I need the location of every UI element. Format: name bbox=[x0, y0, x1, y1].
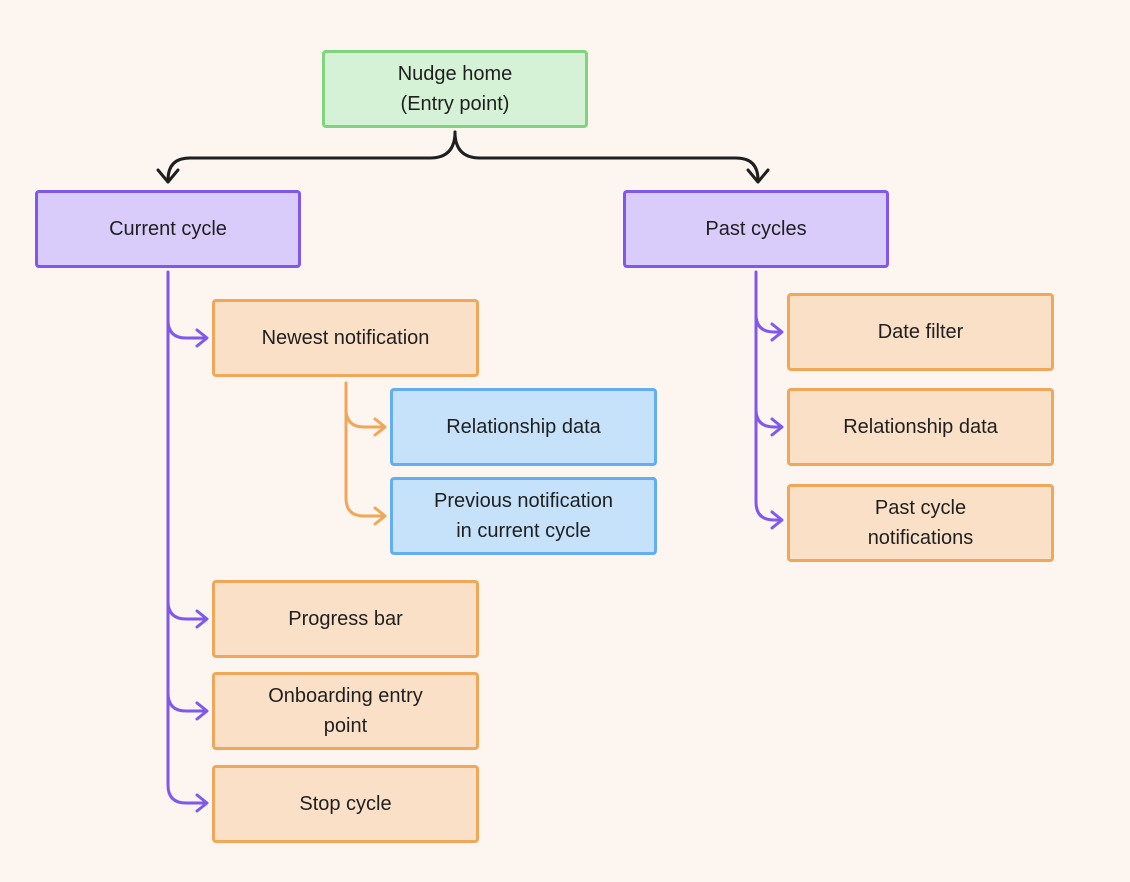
arrowhead-past-cycle-notifications bbox=[770, 510, 784, 530]
arrowhead-date-filter bbox=[770, 322, 784, 342]
current-cycle-connector bbox=[166, 270, 209, 813]
node-past-cycles: Past cycles bbox=[623, 190, 889, 268]
node-stop-cycle: Stop cycle bbox=[212, 765, 479, 843]
newest-notification-trunk bbox=[344, 381, 385, 518]
node-relationship-data-past: Relationship data bbox=[787, 388, 1054, 466]
arrowhead-to-past-cycles bbox=[746, 168, 770, 184]
newest-notification-connector bbox=[344, 381, 387, 526]
arrowhead-progress-bar bbox=[195, 609, 209, 629]
node-date-filter: Date filter bbox=[787, 293, 1054, 371]
arrowhead-previous-notification bbox=[373, 506, 387, 526]
current-cycle-trunk bbox=[166, 270, 207, 805]
branch-newest-notification bbox=[166, 318, 207, 340]
branch-relationship-data-past bbox=[754, 407, 782, 429]
root-connector bbox=[156, 130, 770, 184]
branch-relationship-data-current bbox=[344, 407, 385, 429]
node-onboarding-entry-point: Onboarding entry point bbox=[212, 672, 479, 750]
branch-progress-bar bbox=[166, 599, 207, 621]
node-newest-notification: Newest notification bbox=[212, 299, 479, 377]
arrowhead-stop-cycle bbox=[195, 793, 209, 813]
root-brace-left bbox=[166, 130, 457, 182]
root-brace-right bbox=[453, 130, 760, 182]
node-current-cycle: Current cycle bbox=[35, 190, 301, 268]
node-past-cycle-notifications: Past cycle notifications bbox=[787, 484, 1054, 562]
branch-date-filter bbox=[754, 312, 782, 334]
arrowhead-newest-notification bbox=[195, 328, 209, 348]
node-previous-notification: Previous notification in current cycle bbox=[390, 477, 657, 555]
branch-onboarding-entry-point bbox=[166, 691, 207, 713]
arrowhead-relationship-data-current bbox=[373, 417, 387, 437]
node-progress-bar: Progress bar bbox=[212, 580, 479, 658]
arrowhead-onboarding-entry-point bbox=[195, 701, 209, 721]
past-cycles-connector bbox=[754, 270, 784, 530]
node-relationship-data-current: Relationship data bbox=[390, 388, 657, 466]
arrowhead-relationship-data-past bbox=[770, 417, 784, 437]
past-cycles-trunk bbox=[754, 270, 782, 522]
arrowhead-to-current-cycle bbox=[156, 168, 180, 184]
node-nudge-home: Nudge home (Entry point) bbox=[322, 50, 588, 128]
